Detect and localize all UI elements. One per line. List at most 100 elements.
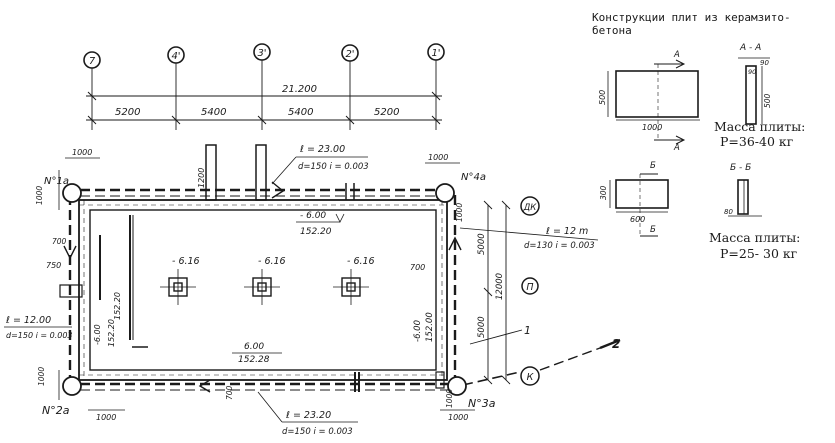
panel-detail-large bbox=[607, 59, 700, 145]
panel-large-height: 500 bbox=[598, 90, 607, 105]
pipe-bottom-length: ℓ = 23.20 bbox=[286, 410, 331, 421]
dim-span-1: 5200 bbox=[115, 107, 140, 118]
level-bottom-value: 6.00 bbox=[244, 342, 264, 352]
column-footings bbox=[160, 269, 369, 305]
level-right-value: -6.00 bbox=[413, 320, 423, 342]
dim-700-bottom: 700 bbox=[225, 385, 234, 400]
column-footing-3 bbox=[333, 269, 369, 305]
leader-2-label: 2 bbox=[612, 337, 620, 351]
section-b-marker-bottom: Б bbox=[650, 225, 656, 235]
column-level-3: - 6.16 bbox=[347, 256, 375, 267]
pipe-top-leader-tail bbox=[271, 156, 297, 185]
axis-label-k: К bbox=[527, 372, 535, 383]
pipe-left-params: d=150 i = 0.003 bbox=[6, 331, 73, 340]
panel-small-mass-value: Р=25- 30 кг bbox=[720, 246, 797, 261]
axis-label-dk: ДК bbox=[523, 203, 538, 213]
section-aa-height: 500 bbox=[763, 93, 772, 108]
axis-label-2: 2' bbox=[345, 49, 354, 60]
building-walls bbox=[59, 144, 448, 392]
panel-large-mass-value: Р=36-40 кг bbox=[720, 134, 793, 149]
dim-1000-nw: 1000 bbox=[72, 148, 92, 157]
level-top-value: - 6.00 bbox=[300, 211, 326, 221]
dim-span-2: 5400 bbox=[201, 107, 226, 118]
pipe-top-params: d=150 i = 0.003 bbox=[298, 162, 369, 172]
dim-span-4: 5200 bbox=[374, 107, 399, 118]
dim-1200: 1200 bbox=[197, 168, 206, 188]
column-level-2: - 6.16 bbox=[258, 256, 286, 267]
pipe-right-length: ℓ = 12 m bbox=[546, 226, 588, 237]
level-bottom-elevation: 152.28 bbox=[238, 355, 270, 365]
well-label-2a: N°2а bbox=[42, 404, 70, 417]
section-bb-thickness: 80 bbox=[724, 208, 733, 216]
dimension-chain-right bbox=[483, 200, 511, 385]
column-footing-1 bbox=[160, 269, 196, 305]
pipe-right-leader bbox=[459, 227, 599, 241]
dim-1000-se-v: 1000 bbox=[445, 389, 454, 408]
section-aa-thickness-inner: 90 bbox=[748, 68, 756, 76]
axis-label-1: 1' bbox=[431, 48, 440, 59]
dim-700-right: 700 bbox=[410, 263, 425, 272]
column-level-1: - 6.16 bbox=[172, 256, 200, 267]
leader-1-label: 1 bbox=[524, 324, 531, 337]
pipe-left-length: ℓ = 12.00 bbox=[6, 315, 51, 326]
level-top-marker bbox=[335, 213, 345, 223]
section-bb bbox=[728, 179, 762, 217]
dim-5000-upper: 5000 bbox=[477, 233, 487, 255]
level-right-elevation: 152.00 bbox=[425, 312, 435, 342]
outlet-arrow bbox=[599, 338, 621, 350]
leader-1-line bbox=[469, 329, 523, 345]
section-aa-thickness: 90 bbox=[760, 59, 769, 67]
dim-12000: 12000 bbox=[495, 273, 505, 300]
dim-750: 750 bbox=[46, 261, 61, 270]
drawing-title-line1: Конструкции плит из керамзито- bbox=[592, 11, 791, 24]
section-a-marker: А bbox=[673, 50, 680, 60]
pipe-right-params: d=130 i = 0.003 bbox=[524, 241, 595, 251]
panel-small-height: 300 bbox=[599, 185, 608, 200]
axis-label-p: П bbox=[526, 282, 533, 293]
axis-label-7: 7 bbox=[89, 56, 96, 67]
dim-1000-sw: 1000 bbox=[96, 413, 116, 422]
section-aa-title: А - А bbox=[739, 43, 761, 53]
pipe-bottom-params: d=150 i = 0.003 bbox=[282, 427, 353, 437]
dim-1000-ne-v: 1000 bbox=[455, 203, 464, 222]
dim-span-3: 5400 bbox=[288, 107, 313, 118]
dim-1000-ne: 1000 bbox=[428, 153, 448, 162]
section-a-marker-bottom: А bbox=[673, 143, 680, 153]
panel-small-mass-label: Масса плиты: bbox=[709, 230, 800, 245]
level-left-elevation: 152.20 bbox=[107, 319, 116, 347]
well-label-1a: N°1а bbox=[44, 176, 69, 187]
well-label-4a: N°4а bbox=[461, 172, 486, 183]
panel-large-mass-label: Масса плиты: bbox=[714, 119, 805, 134]
dim-1000-sw-v: 1000 bbox=[37, 367, 46, 386]
dim-1000-nw-v: 1000 bbox=[35, 186, 44, 205]
pipe-top-length: ℓ = 23.00 bbox=[300, 144, 345, 155]
panel-detail-small bbox=[609, 173, 669, 237]
dim-5000-lower: 5000 bbox=[477, 316, 487, 338]
inspection-wells bbox=[62, 183, 467, 396]
panel-large-width: 1000 bbox=[642, 123, 662, 132]
dim-1000-se: 1000 bbox=[448, 413, 468, 422]
section-b-marker: Б bbox=[650, 161, 656, 171]
dim-152-20-vertical: 152.20 bbox=[113, 292, 122, 320]
column-footing-2 bbox=[244, 269, 280, 305]
level-left-value: -6.00 bbox=[93, 324, 102, 345]
well-label-3a: N°3а bbox=[468, 397, 496, 410]
flow-arrow-right bbox=[448, 236, 462, 251]
flow-arrow-left bbox=[63, 245, 77, 260]
axis-label-4: 4' bbox=[171, 51, 180, 62]
axis-bubbles-right bbox=[520, 196, 540, 386]
level-top-elevation: 152.20 bbox=[300, 227, 332, 237]
drawing-title-line2: бетона bbox=[592, 24, 632, 37]
drainage-pipes bbox=[68, 188, 601, 391]
dim-700-left: 700 bbox=[52, 237, 67, 246]
pipe-bottom-leader-tail bbox=[257, 391, 283, 423]
panel-small-width: 600 bbox=[630, 215, 645, 224]
section-aa bbox=[738, 57, 770, 125]
corner-dimension-lines bbox=[58, 157, 475, 411]
dimension-chain-top bbox=[86, 91, 442, 125]
flow-arrow-bottom bbox=[198, 379, 211, 393]
section-bb-title: Б - Б bbox=[730, 163, 751, 173]
flow-arrow-top bbox=[271, 181, 285, 199]
dim-total: 21.200 bbox=[282, 84, 317, 95]
